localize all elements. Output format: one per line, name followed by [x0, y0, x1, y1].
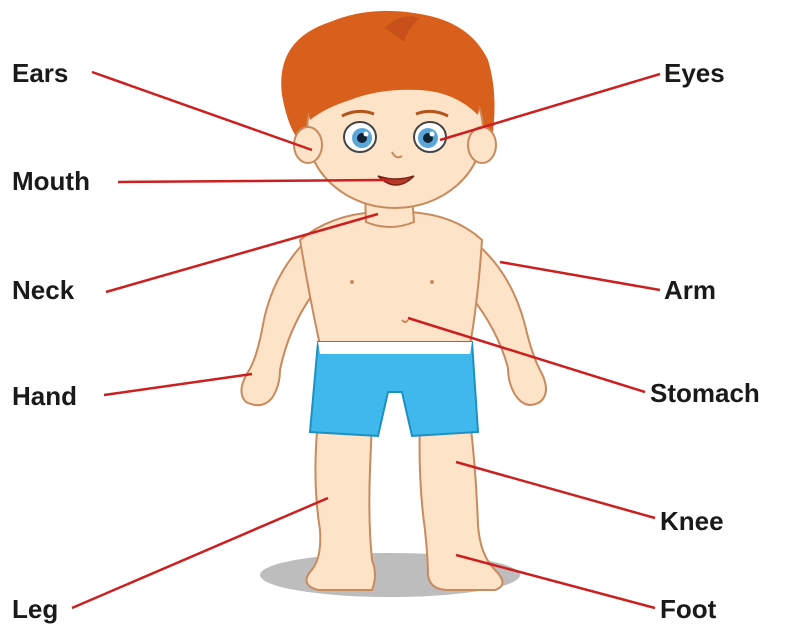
- label-arm: Arm: [664, 277, 716, 303]
- pointer-leg: [72, 498, 328, 608]
- label-mouth: Mouth: [12, 168, 90, 194]
- label-stomach: Stomach: [650, 380, 760, 406]
- label-ears: Ears: [12, 60, 68, 86]
- label-eyes: Eyes: [664, 60, 725, 86]
- pointer-ears: [92, 72, 312, 150]
- torso: [300, 212, 482, 345]
- label-neck: Neck: [12, 277, 74, 303]
- head: [281, 11, 496, 208]
- label-knee: Knee: [660, 508, 724, 534]
- label-hand: Hand: [12, 383, 77, 409]
- shorts: [310, 342, 478, 436]
- pointer-hand: [104, 374, 252, 395]
- label-foot: Foot: [660, 596, 716, 622]
- pointer-knee: [456, 462, 655, 518]
- label-leg: Leg: [12, 596, 58, 622]
- pointer-arm: [500, 262, 660, 290]
